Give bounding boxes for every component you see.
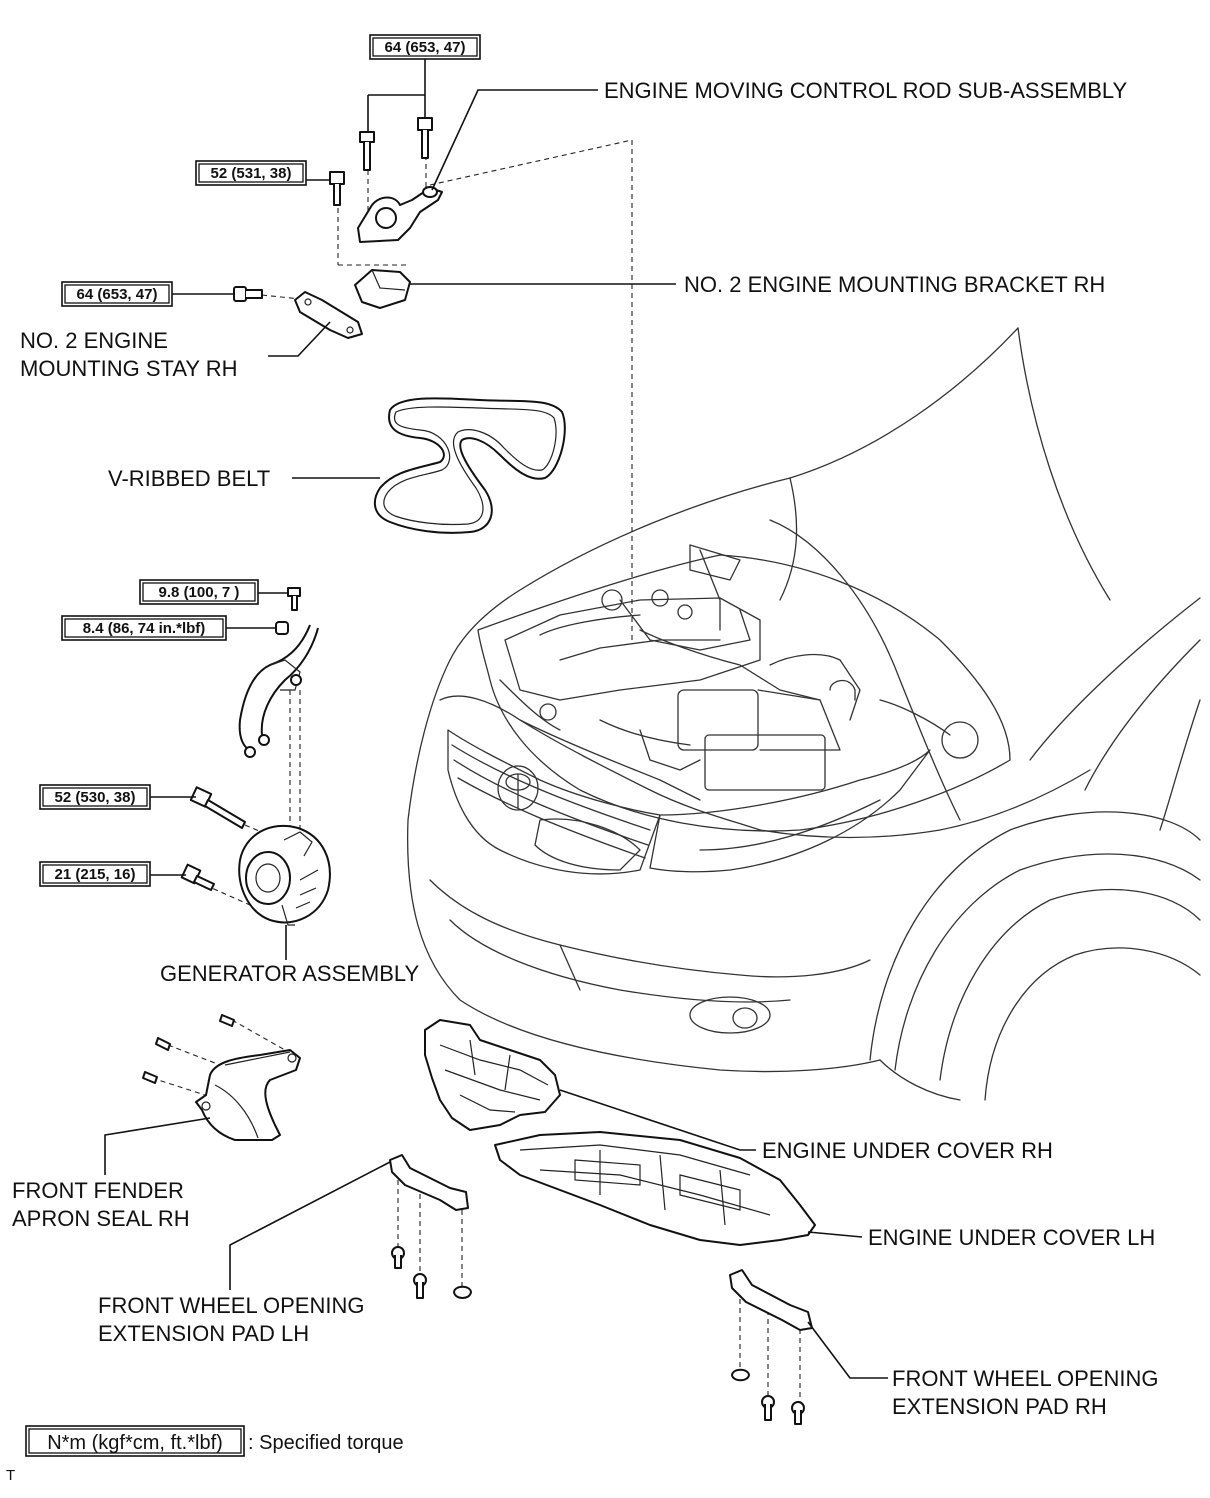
car-front-illustration — [406, 327, 1201, 1101]
svg-text:52 (531, 38): 52 (531, 38) — [211, 165, 292, 182]
label-front-wheel-pad-rh-2: EXTENSION PAD RH — [892, 1394, 1107, 1419]
terminal-bolt-and-nut — [275, 587, 301, 635]
label-engine-under-cover-rh: ENGINE UNDER COVER RH — [762, 1138, 1053, 1163]
bracket-bolt — [329, 171, 345, 206]
label-v-ribbed-belt: V-RIBBED BELT — [108, 466, 270, 491]
svg-text:52 (530, 38): 52 (530, 38) — [55, 789, 136, 806]
torque-spec-terminal-bolt: 9.8 (100, 7 ) — [139, 579, 259, 605]
label-no2-engine-mounting-bracket: NO. 2 ENGINE MOUNTING BRACKET RH — [684, 272, 1105, 297]
label-front-wheel-pad-rh-1: FRONT WHEEL OPENING — [892, 1366, 1158, 1391]
label-front-wheel-pad-lh-1: FRONT WHEEL OPENING — [98, 1293, 364, 1318]
no2-engine-mounting-bracket-part — [354, 269, 411, 309]
torque-spec-control-rod: 64 (653, 47) — [369, 34, 481, 60]
v-ribbed-belt-part — [373, 397, 566, 534]
corner-mark: T — [6, 1467, 15, 1484]
engine-moving-control-rod-part — [357, 186, 443, 243]
svg-text:64 (653, 47): 64 (653, 47) — [385, 39, 466, 56]
svg-text:21 (215, 16): 21 (215, 16) — [55, 866, 136, 883]
svg-text:64 (653, 47): 64 (653, 47) — [77, 286, 158, 303]
engine-under-cover-rh-part — [424, 1019, 561, 1131]
label-no2-engine-mounting-stay-1: NO. 2 ENGINE — [20, 328, 168, 353]
torque-spec-terminal-nut: 8.4 (86, 74 in.*lbf) — [61, 615, 227, 641]
leader-lines — [104, 56, 888, 1379]
label-engine-under-cover-lh: ENGINE UNDER COVER LH — [868, 1225, 1155, 1250]
torque-spec-generator-short-bolt: 21 (215, 16) — [39, 861, 151, 887]
no2-engine-mounting-stay-part — [294, 291, 363, 339]
stay-bolt — [233, 286, 263, 302]
generator-assembly-part — [238, 824, 331, 926]
torque-spec-stay: 64 (653, 47) — [61, 281, 173, 307]
label-front-wheel-pad-lh-2: EXTENSION PAD LH — [98, 1321, 309, 1346]
label-generator-assembly: GENERATOR ASSEMBLY — [160, 961, 420, 986]
legend-unit-box: N*m (kgf*cm, ft.*lbf) — [47, 1432, 223, 1454]
engine-under-cover-lh-part — [494, 1131, 816, 1246]
label-front-fender-apron-seal-1: FRONT FENDER — [12, 1178, 184, 1203]
svg-text:8.4 (86, 74 in.*lbf): 8.4 (86, 74 in.*lbf) — [83, 620, 206, 637]
torque-spec-generator-long-bolt: 52 (530, 38) — [39, 784, 151, 810]
generator-wire-harness-part — [238, 624, 319, 758]
label-engine-moving-control-rod: ENGINE MOVING CONTROL ROD SUB-ASSEMBLY — [604, 78, 1128, 103]
generator-short-bolt — [180, 863, 215, 891]
label-front-fender-apron-seal-2: APRON SEAL RH — [12, 1206, 190, 1231]
legend-description: : Specified torque — [248, 1432, 404, 1454]
apron-seal-clips — [142, 1014, 235, 1084]
front-fender-apron-seal-part — [195, 1049, 301, 1141]
control-rod-bolts — [359, 117, 433, 171]
front-wheel-opening-extension-pad-rh-part — [729, 1269, 813, 1425]
front-wheel-opening-extension-pad-lh-part — [389, 1154, 472, 1299]
torque-spec-bracket: 52 (531, 38) — [195, 160, 307, 186]
generator-long-bolt — [189, 786, 246, 829]
label-no2-engine-mounting-stay-2: MOUNTING STAY RH — [20, 356, 238, 381]
svg-text:9.8 (100, 7 ): 9.8 (100, 7 ) — [159, 584, 240, 601]
torque-legend: N*m (kgf*cm, ft.*lbf) : Specified torque — [25, 1425, 404, 1457]
